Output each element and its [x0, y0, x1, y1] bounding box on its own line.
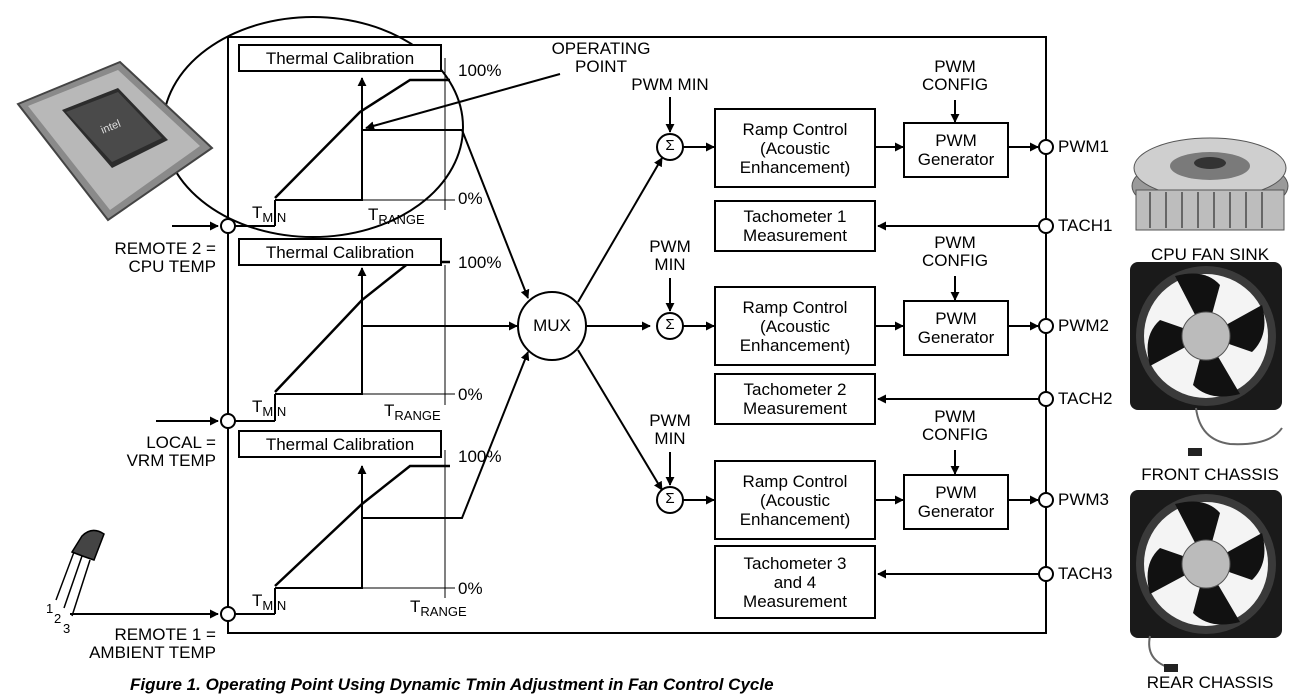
front-chassis-fan-image — [1130, 262, 1283, 456]
t-range-label-3: TRANGE — [410, 597, 467, 619]
calibration-graph-1 — [274, 58, 455, 210]
pwm1-label: PWM1 — [1058, 137, 1109, 156]
thermal-calibration-box-2: Thermal Calibration — [238, 238, 442, 266]
tach1-label: TACH1 — [1058, 216, 1113, 235]
pct-low-1: 0% — [458, 189, 483, 208]
sigma-1: Σ — [665, 137, 675, 154]
local-label: LOCAL =VRM TEMP — [126, 433, 216, 470]
thermal-calibration-label: Thermal Calibration — [265, 434, 415, 454]
cpu-fan-sink-image — [1131, 137, 1289, 231]
t-min-label-1: TMIN — [252, 203, 287, 225]
mux-label: MUX — [533, 316, 571, 335]
t-range-label-1: TRANGE — [368, 205, 425, 227]
pct-low-2: 0% — [458, 385, 483, 404]
pct-low-3: 0% — [458, 579, 483, 598]
pwm-min-label-1: PWM MIN — [631, 75, 709, 94]
pwm2-label: PWM2 — [1058, 316, 1109, 335]
sigma-2: Σ — [665, 316, 675, 333]
front-chassis-label: FRONT CHASSIS — [1141, 465, 1279, 484]
tach2-label: TACH2 — [1058, 389, 1113, 408]
thermal-calibration-box-1: Thermal Calibration — [238, 44, 442, 72]
pct-high-3: 100% — [458, 447, 502, 466]
tach3-label: TACH3 — [1058, 564, 1113, 583]
pin-1-label: 1 — [46, 601, 54, 616]
figure-caption: Figure 1. Operating Point Using Dynamic … — [130, 675, 774, 694]
calibration-graph-2 — [274, 260, 455, 405]
calibration-graph-3 — [274, 450, 455, 598]
thermal-calibration-label: Thermal Calibration — [265, 242, 415, 262]
t-min-label-3: TMIN — [252, 591, 287, 613]
thermal-calibration-label: Thermal Calibration — [265, 48, 415, 68]
remote1-label: REMOTE 1 =AMBIENT TEMP — [89, 625, 216, 662]
rear-chassis-fan-image — [1130, 490, 1282, 672]
remote2-label: REMOTE 2 =CPU TEMP — [114, 239, 216, 276]
chip-outline — [227, 36, 1047, 634]
pct-high-1: 100% — [458, 61, 502, 80]
pwm3-label: PWM3 — [1058, 490, 1109, 509]
pin-3-label: 3 — [63, 621, 71, 636]
sigma-3: Σ — [665, 490, 675, 507]
t-min-label-2: TMIN — [252, 397, 287, 419]
pin-2-label: 2 — [54, 611, 62, 626]
t-range-label-2: TRANGE — [384, 401, 441, 423]
rear-chassis-label: REAR CHASSIS — [1146, 673, 1274, 692]
cpu-fan-sink-label: CPU FAN SINK — [1150, 245, 1270, 264]
transistor-image — [55, 529, 105, 617]
thermal-calibration-box-3: Thermal Calibration — [238, 430, 442, 458]
pct-high-2: 100% — [458, 253, 502, 272]
cpu-chip-image: intel — [16, 60, 214, 222]
